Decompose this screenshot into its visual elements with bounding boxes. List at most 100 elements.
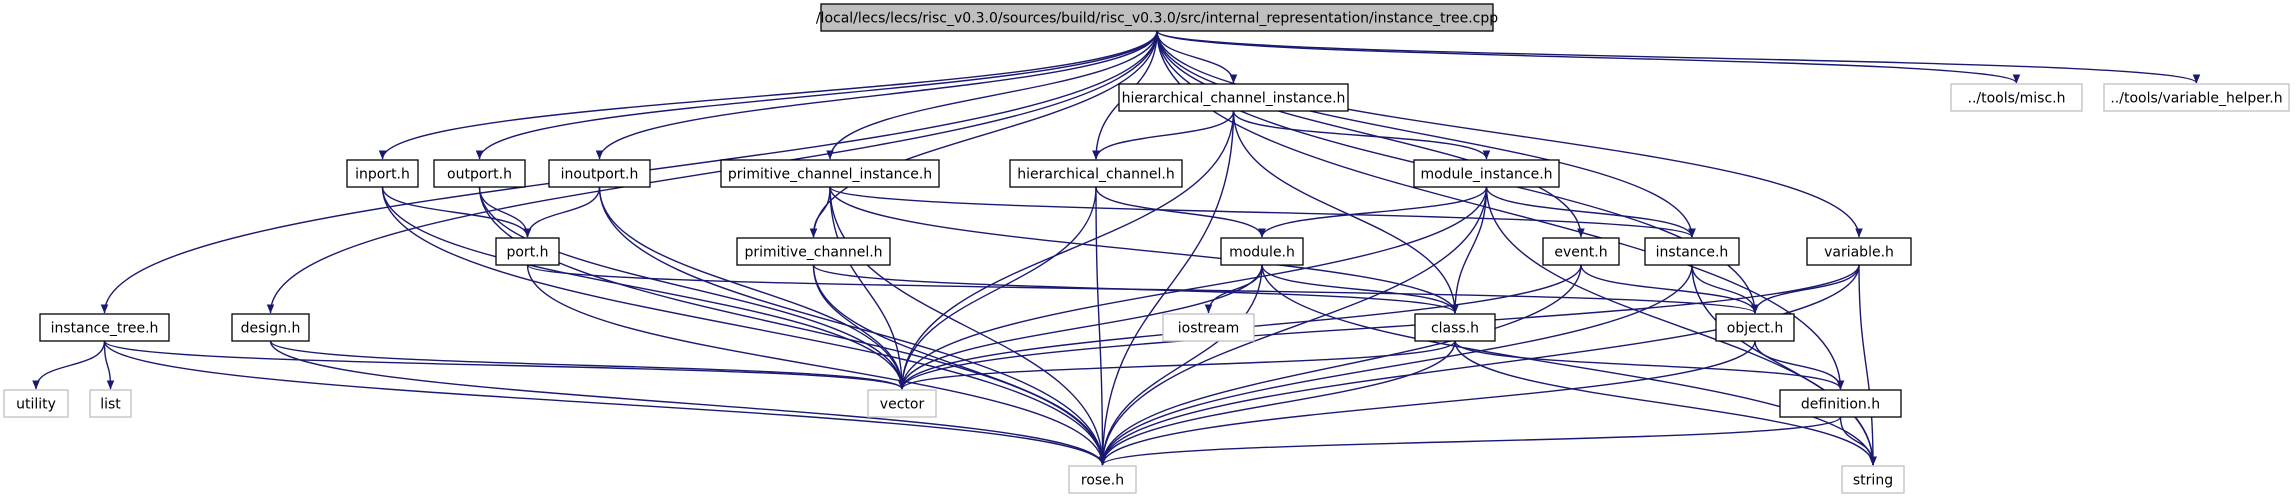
- edge-definition-to-string: [1839, 416, 1877, 466]
- node-mi[interactable]: module_instance.h: [1413, 159, 1560, 188]
- node-inoutport-box: [548, 159, 651, 188]
- node-definition-label: definition.h: [1801, 397, 1880, 413]
- node-root[interactable]: /local/lecs/lecs/risc_v0.3.0/sources/bui…: [816, 3, 1498, 32]
- edge-mi-to-module: [1258, 186, 1488, 238]
- edge-root-to-design: [266, 30, 1158, 314]
- node-class[interactable]: class.h: [1414, 313, 1496, 342]
- node-iostream-label: iostream: [1178, 321, 1240, 337]
- node-utility-box: [3, 389, 69, 418]
- node-itree[interactable]: instance_tree.h: [39, 313, 170, 342]
- edge-hci-to-hc: [1092, 110, 1235, 160]
- node-variable-box: [1806, 237, 1912, 266]
- edge-pci-to-class: [829, 186, 1459, 314]
- node-port-box: [495, 237, 560, 266]
- edge-outport-to-vector: [478, 186, 906, 390]
- node-definition-box: [1779, 389, 1902, 418]
- edge-object-to-definition: [1754, 340, 1845, 390]
- edge-variable-to-object: [1751, 264, 1860, 314]
- node-itree-box: [39, 313, 170, 342]
- node-instance-label: instance.h: [1656, 245, 1729, 261]
- node-mi-box: [1413, 159, 1560, 188]
- node-hc-label: hierarchical_channel.h: [1017, 167, 1175, 183]
- node-instance-box: [1644, 237, 1740, 266]
- node-inport-box: [346, 159, 419, 188]
- node-instance[interactable]: instance.h: [1644, 237, 1740, 266]
- edge-inoutport-to-rose: [598, 186, 1107, 466]
- node-root-label: /local/lecs/lecs/risc_v0.3.0/sources/bui…: [816, 11, 1498, 27]
- edge-inport-to-rose: [381, 186, 1107, 466]
- edge-event-to-object: [1580, 264, 1759, 314]
- edge-hc-to-module: [1095, 186, 1266, 238]
- node-misc-label: ../tools/misc.h: [1968, 91, 2066, 107]
- edge-root-to-pci: [826, 30, 1158, 160]
- node-design-box: [231, 313, 310, 342]
- edge-mi-to-class: [1451, 186, 1488, 314]
- edge-itree-to-vector: [103, 340, 906, 390]
- node-event-label: event.h: [1554, 245, 1607, 261]
- node-inoutport[interactable]: inoutport.h: [548, 159, 651, 188]
- node-design[interactable]: design.h: [231, 313, 310, 342]
- node-pc[interactable]: primitive_channel.h: [736, 237, 891, 266]
- node-rose: rose.h: [1068, 465, 1137, 494]
- node-definition[interactable]: definition.h: [1779, 389, 1902, 418]
- edge-class-to-definition: [1454, 340, 1845, 390]
- node-rose-box: [1068, 465, 1137, 494]
- edge-outport-to-rose: [478, 186, 1107, 466]
- edge-object-to-rose: [1098, 340, 1756, 466]
- node-hc-box: [1009, 159, 1183, 188]
- node-rose-label: rose.h: [1081, 473, 1124, 489]
- edge-inport-to-port: [381, 186, 532, 238]
- edge-pci-to-pc: [809, 186, 831, 238]
- edge-hci-to-vector: [898, 110, 1235, 390]
- edge-itree-to-rose: [103, 340, 1107, 466]
- node-module[interactable]: module.h: [1220, 237, 1304, 266]
- node-outport-label: outport.h: [447, 167, 512, 183]
- node-hc[interactable]: hierarchical_channel.h: [1009, 159, 1183, 188]
- node-port[interactable]: port.h: [495, 237, 560, 266]
- node-list-label: list: [100, 397, 121, 413]
- edge-design-to-rose: [269, 340, 1107, 466]
- edge-design-to-vector: [269, 340, 906, 390]
- node-string: string: [1841, 465, 1905, 494]
- node-object-box: [1715, 313, 1795, 342]
- node-hci[interactable]: hierarchical_channel_instance.h: [1118, 83, 1349, 112]
- node-design-label: design.h: [241, 321, 301, 337]
- node-varhelper-box: [2103, 83, 2290, 112]
- node-mi-label: module_instance.h: [1420, 167, 1552, 183]
- node-event[interactable]: event.h: [1542, 237, 1620, 266]
- node-outport[interactable]: outport.h: [433, 159, 526, 188]
- node-outport-box: [433, 159, 526, 188]
- edge-instance-to-string: [1691, 264, 1877, 466]
- node-vector-box: [867, 389, 937, 418]
- edge-pc-to-class: [812, 264, 1459, 314]
- edge-pci-to-instance: [829, 186, 1696, 238]
- node-itree-label: instance_tree.h: [51, 321, 159, 337]
- edge-inoutport-to-port: [523, 186, 601, 238]
- node-event-box: [1542, 237, 1620, 266]
- edge-module-to-iostream: [1204, 264, 1263, 314]
- node-variable[interactable]: variable.h: [1806, 237, 1912, 266]
- node-object[interactable]: object.h: [1715, 313, 1795, 342]
- edge-inport-to-vector: [381, 186, 906, 390]
- edge-mi-to-rose: [1098, 186, 1488, 466]
- edge-root-to-outport: [475, 30, 1158, 160]
- edge-inoutport-to-vector: [598, 186, 906, 390]
- edge-mi-to-vector: [898, 186, 1488, 390]
- edge-class-to-string: [1454, 340, 1877, 466]
- node-vector-label: vector: [880, 397, 925, 413]
- node-misc-box: [1950, 83, 2083, 112]
- edge-pci-to-vector: [829, 186, 906, 390]
- edge-port-to-rose: [526, 264, 1107, 466]
- node-pci[interactable]: primitive_channel_instance.h: [720, 159, 940, 188]
- edge-definition-to-rose: [1098, 416, 1842, 466]
- node-inoutport-label: inoutport.h: [561, 167, 639, 183]
- edge-hci-to-mi: [1232, 110, 1491, 160]
- node-port-label: port.h: [506, 245, 548, 261]
- edge-module-to-vector: [898, 264, 1263, 390]
- node-list-box: [89, 389, 132, 418]
- edge-event-to-rose: [1098, 264, 1582, 466]
- node-inport[interactable]: inport.h: [346, 159, 419, 188]
- node-class-box: [1414, 313, 1496, 342]
- node-pci-label: primitive_channel_instance.h: [728, 167, 932, 183]
- node-misc: ../tools/misc.h: [1950, 83, 2083, 112]
